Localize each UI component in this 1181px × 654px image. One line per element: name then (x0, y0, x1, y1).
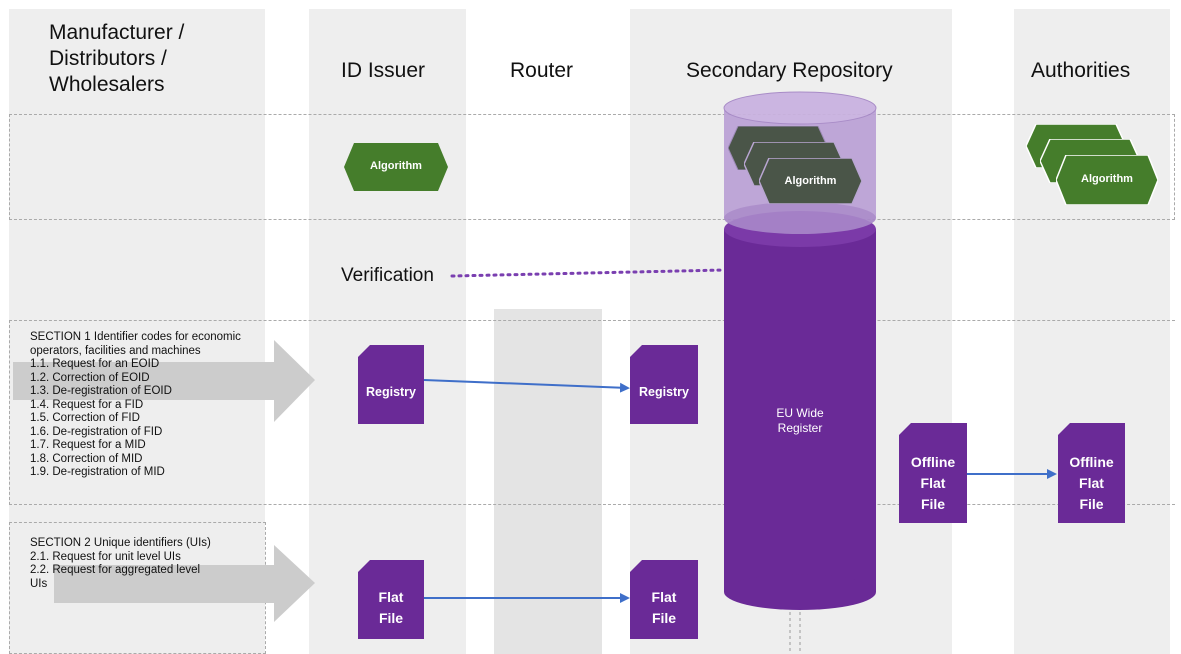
flat-file-label: Flat File (630, 587, 698, 629)
section2-list: SECTION 2 Unique identifiers (UIs) 2.1. … (30, 537, 211, 591)
flat-file-line: Flat (378, 589, 404, 605)
algorithm-label: Algorithm (370, 160, 422, 172)
flat-file-line: File (378, 610, 404, 626)
authorities-column (1014, 9, 1170, 654)
offline-flat-file-line: File (920, 496, 946, 512)
algorithm-hexagon-front: Algorithm (1056, 155, 1158, 205)
offline-flat-file-label: Offline Flat File (899, 452, 967, 515)
section1-item: 1.4. Request for a FID (30, 398, 144, 411)
flat-file-document: Flat File (358, 560, 424, 639)
flat-file-label: Flat File (358, 587, 424, 629)
algorithm-hexagon-front: Algorithm (759, 158, 862, 204)
offline-flat-file-line: Flat (920, 475, 946, 491)
id-issuer-column (309, 9, 466, 654)
authorities-header: Authorities (1031, 59, 1131, 82)
algorithm-hexagon: Algorithm (344, 143, 448, 191)
algorithm-label: Algorithm (1081, 173, 1133, 185)
offline-flat-file-document: Offline Flat File (1058, 423, 1125, 523)
manufacturer-header: Manufacturer / Distributors / Wholesaler… (49, 20, 184, 98)
section1-title-line: operators, facilities and machines (30, 344, 201, 357)
section1-title-line: SECTION 1 Identifier codes for economic (30, 331, 241, 343)
router-header: Router (510, 59, 574, 82)
section1-band (9, 320, 1175, 505)
section1-list: SECTION 1 Identifier codes for economic … (30, 331, 241, 480)
section1-item: 1.6. De-registration of FID (30, 425, 163, 438)
section2-item: 2.2. Request for aggregated level (30, 564, 201, 576)
section2-item: 2.1. Request for unit level UIs (30, 550, 181, 563)
verification-connector (450, 268, 726, 278)
registry-document: Registry (630, 345, 698, 424)
section2-input-arrow (54, 545, 315, 622)
flat-file-line: File (651, 610, 677, 626)
section1-item: 1.2. Correction of EOID (30, 371, 150, 384)
registry-document: Registry (358, 345, 424, 424)
algorithm-band (9, 114, 1175, 220)
section1-item: 1.9. De-registration of MID (30, 466, 165, 478)
offline-flat-file-line: File (1079, 496, 1104, 512)
eu-register-line: Register (777, 421, 823, 435)
secondary-repository-header: Secondary Repository (686, 59, 893, 82)
manufacturer-column (9, 9, 265, 654)
manufacturer-header-line: Distributors / (49, 47, 167, 70)
section1-input-arrow (13, 340, 315, 422)
eu-register-line: EU Wide (776, 406, 824, 420)
section1-item: 1.8. Correction of MID (30, 452, 143, 465)
offline-flat-file-line: Offline (910, 454, 956, 470)
flat-file-line: Flat (651, 589, 677, 605)
section1-item: 1.7. Request for a MID (30, 439, 146, 451)
section2-item: UIs (30, 577, 48, 590)
offline-flat-file-line: Offline (1069, 454, 1114, 470)
eu-register-label: EU Wide Register (724, 406, 876, 436)
offline-flat-file-line: Flat (1079, 475, 1104, 491)
algorithm-label: Algorithm (784, 175, 837, 187)
flat-file-document: Flat File (630, 560, 698, 639)
section1-item: 1.5. Correction of FID (30, 412, 140, 424)
section1-item: 1.1. Request for an EOID (30, 358, 160, 370)
router-column (494, 309, 602, 654)
verification-label: Verification (341, 265, 434, 286)
offline-flat-file-document: Offline Flat File (899, 423, 967, 523)
registry-arrow (423, 379, 630, 393)
section2-title: SECTION 2 Unique identifiers (UIs) (30, 537, 211, 549)
offline-flat-file-label: Offline Flat File (1058, 452, 1125, 515)
registry-label: Registry (638, 385, 690, 399)
section1-item: 1.3. De-registration of EOID (30, 385, 172, 397)
registry-label: Registry (365, 385, 417, 399)
id-issuer-header: ID Issuer (341, 59, 426, 82)
manufacturer-header-line: Wholesalers (49, 73, 165, 96)
manufacturer-header-line: Manufacturer / (49, 21, 185, 44)
